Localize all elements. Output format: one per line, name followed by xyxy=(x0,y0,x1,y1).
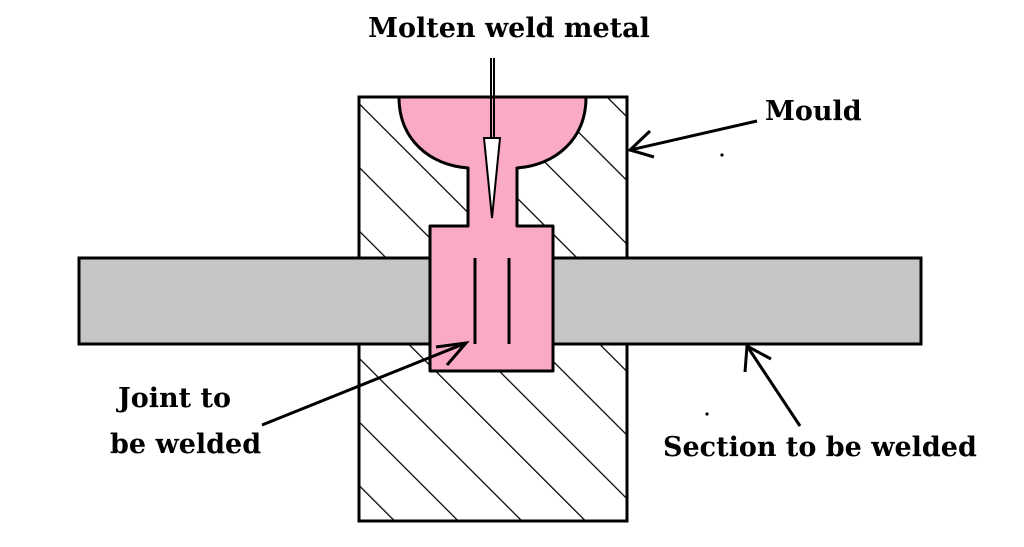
right-section-bar xyxy=(507,256,923,346)
molten-weld-metal-cavity xyxy=(397,95,588,373)
label-joint-line2: be welded xyxy=(110,429,261,460)
stray-dot xyxy=(705,412,709,416)
section-arrow xyxy=(743,343,802,427)
molten-metal-arrow xyxy=(482,58,502,219)
stray-dot xyxy=(720,153,724,157)
label-joint-line1: Joint to xyxy=(116,383,231,414)
left-section-bar xyxy=(77,256,477,346)
joint-arrow xyxy=(261,340,470,427)
label-molten-weld-metal: Molten weld metal xyxy=(368,13,650,44)
label-mould: Mould xyxy=(765,96,862,127)
label-section-to-be-welded: Section to be welded xyxy=(663,432,977,463)
joint-gap-fill xyxy=(477,258,507,344)
mould-arrow xyxy=(627,119,758,159)
